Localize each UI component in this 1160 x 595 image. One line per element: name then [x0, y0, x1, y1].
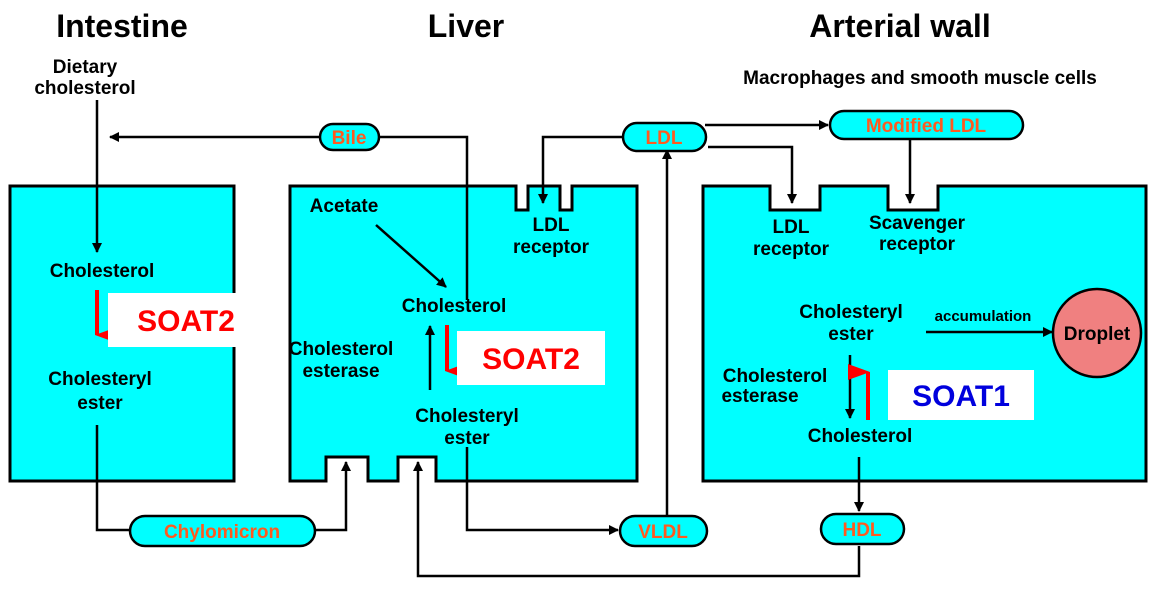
arterial-ldl-receptor-line1: LDL [773, 217, 810, 238]
arterial-esterase-label-line2: esterase [721, 386, 798, 407]
dietary-label-line1: Dietary [53, 57, 118, 78]
header-liver: Liver [428, 8, 504, 44]
arterial-ldl-receptor-line2: receptor [753, 239, 830, 260]
accumulation-label: accumulation [935, 308, 1032, 325]
intestine-ester-label-line1: Cholesteryl [48, 369, 151, 390]
liver-ldl-receptor-line1: LDL [533, 215, 570, 236]
chylomicron-to-liver-arrow [315, 461, 351, 532]
droplet-label: Droplet [1064, 324, 1131, 345]
liver-esterase-label-line1: Cholesterol [289, 339, 394, 360]
dietary-label-line2: cholesterol [34, 78, 135, 99]
liver-soat2-box [457, 331, 605, 385]
hdl-to-liver-arrow [413, 461, 861, 578]
intestine-soat2-label: SOAT2 [137, 305, 235, 338]
ldl-to-arterial-receptor-arrow [708, 145, 797, 204]
ldl-to-liver-receptor-arrow [538, 135, 624, 204]
hdl-pill [819, 512, 906, 546]
vldl-pill [618, 514, 709, 548]
chylomicron-pill [128, 514, 317, 548]
liver-to-vldl-arrow [465, 447, 619, 535]
modified-ldl-pill [828, 109, 1025, 141]
header-intestine: Intestine [56, 8, 188, 44]
scavenger-receptor-line1: Scavenger [869, 213, 966, 234]
ldl-pill [621, 121, 708, 153]
intestine-cholesterol-label: Cholesterol [50, 261, 155, 282]
bile-pill [318, 122, 381, 152]
header-arterial-subtitle: Macrophages and smooth muscle cells [743, 68, 1097, 89]
intestine-ester-label-line2: ester [77, 393, 123, 414]
liver-soat2-label: SOAT2 [482, 343, 580, 376]
arterial-ester-label-line2: ester [828, 324, 874, 345]
liver-esterase-label-line2: esterase [302, 361, 379, 382]
chylomicron-label: Chylomicron [164, 522, 280, 543]
acetate-label: Acetate [310, 196, 379, 217]
arterial-cell [701, 184, 1148, 483]
bile-label: Bile [332, 128, 367, 149]
liver-ester-label-line2: ester [444, 428, 490, 449]
header-arterial-wall: Arterial wall [809, 8, 990, 44]
liver-ldl-receptor-line2: receptor [513, 237, 590, 258]
liver-to-bile-line [379, 135, 469, 300]
liver-cholesterol-label: Cholesterol [402, 296, 507, 317]
acetate-arrow [375, 224, 447, 288]
intestine-soat2-box [108, 293, 238, 347]
arterial-esterase-label-line1: Cholesterol [723, 366, 828, 387]
modified-ldl-label: Modified LDL [866, 116, 987, 137]
liver-ester-label-line1: Cholesteryl [415, 406, 518, 427]
arterial-soat1-label: SOAT1 [912, 380, 1010, 413]
droplet-circle [1051, 287, 1143, 379]
arterial-ester-label-line1: Cholesteryl [799, 302, 902, 323]
vldl-label: VLDL [638, 522, 688, 543]
arterial-soat1-box [888, 370, 1034, 420]
arterial-cholesterol-label: Cholesterol [808, 426, 913, 447]
hdl-label: HDL [842, 520, 881, 541]
intestine-to-chylomicron-line [95, 425, 130, 532]
ldl-label: LDL [646, 128, 683, 149]
scavenger-receptor-line2: receptor [879, 234, 956, 255]
